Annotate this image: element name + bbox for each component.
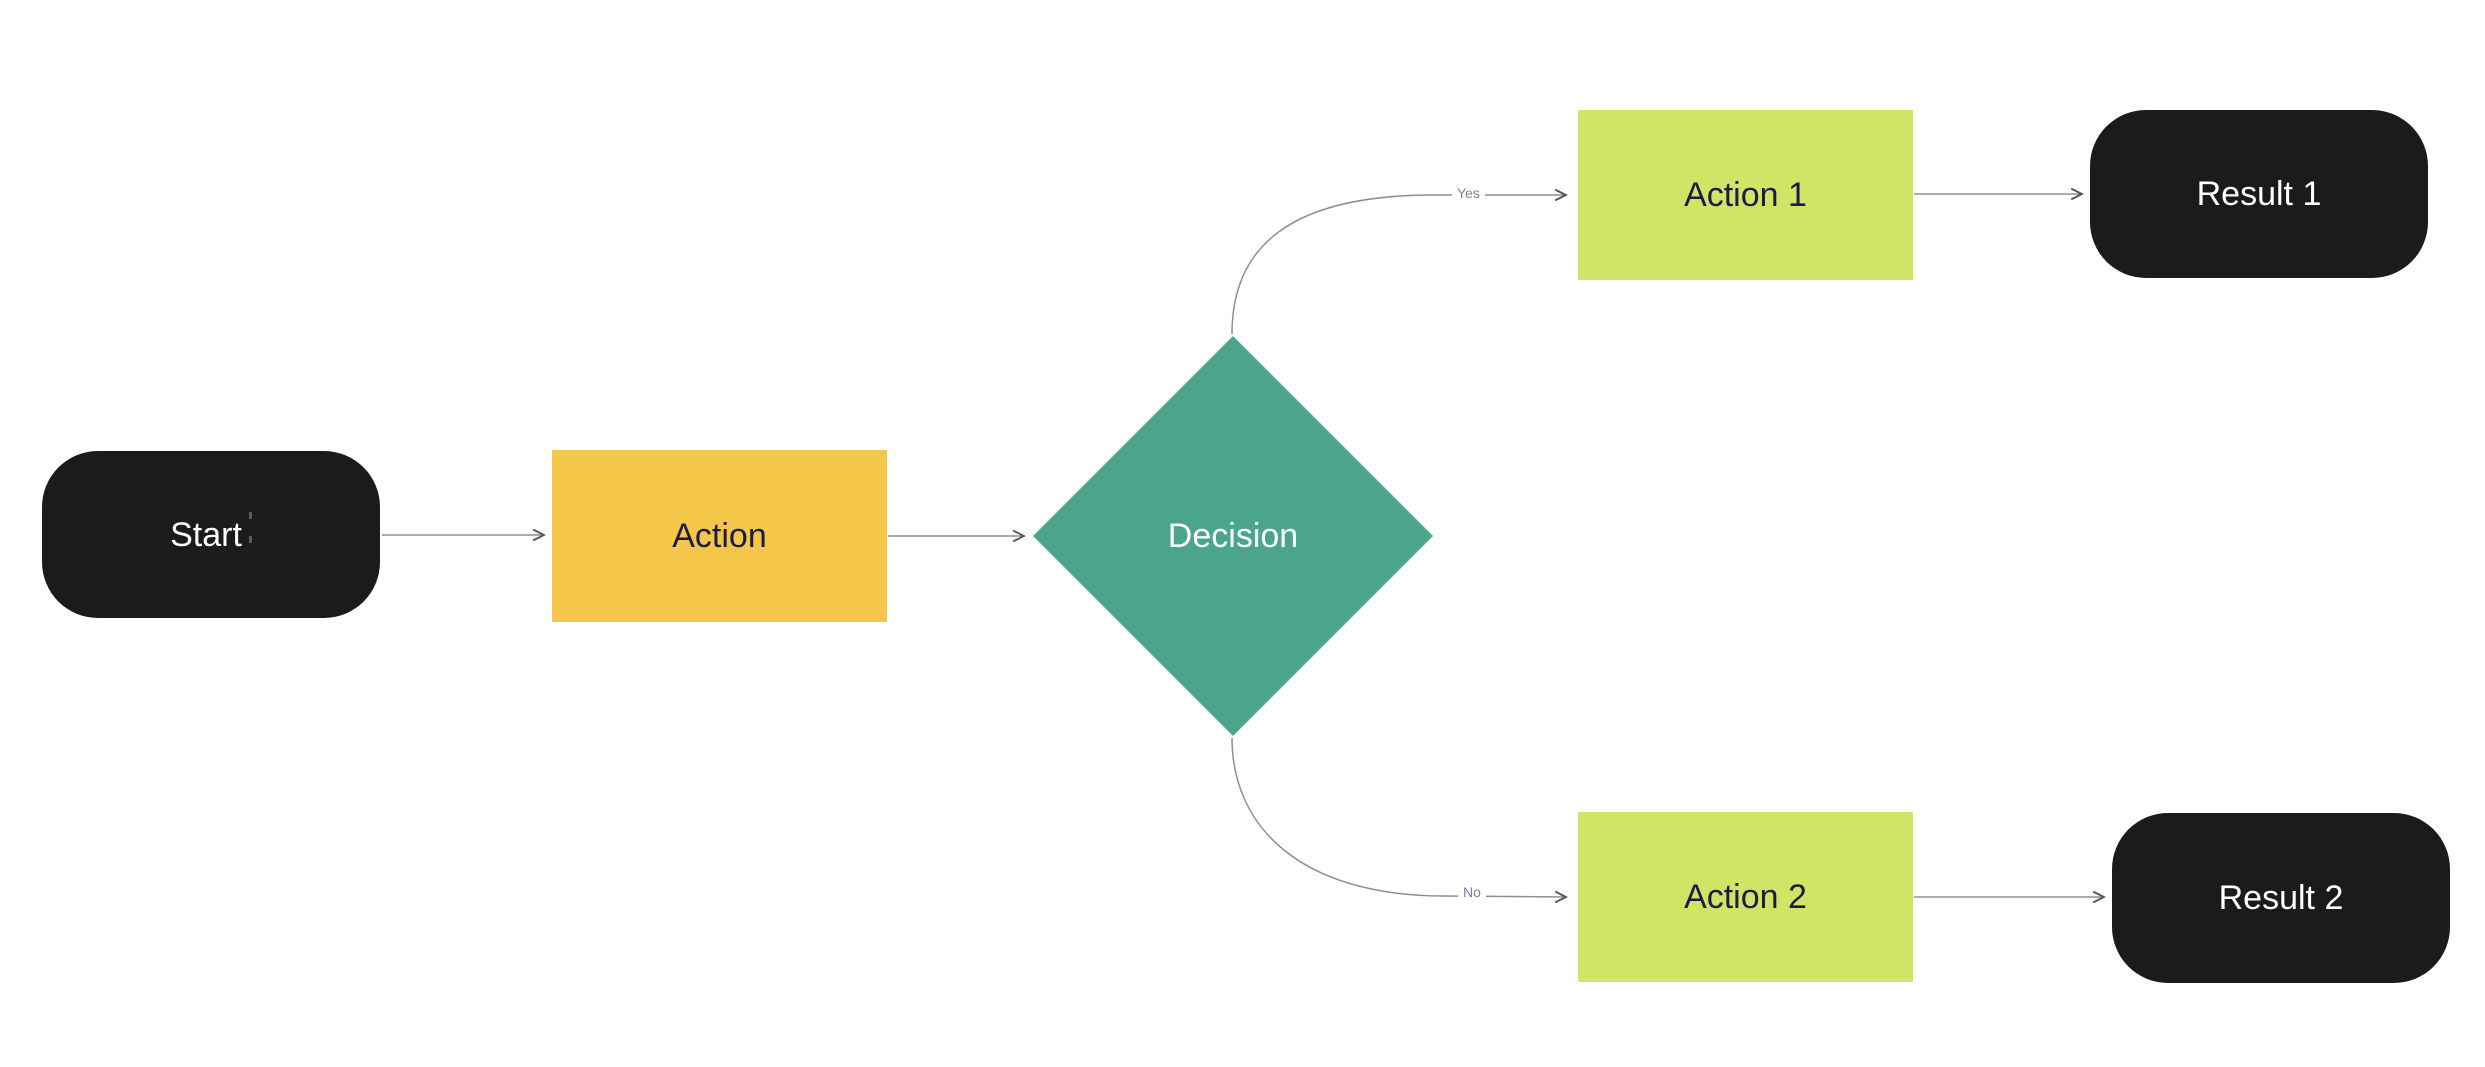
node-result-2[interactable]: Result 2: [2112, 813, 2450, 983]
node-result-1-label: Result 1: [2196, 175, 2322, 213]
node-action-label: Action: [672, 517, 767, 555]
node-action-2-label: Action 2: [1684, 878, 1807, 916]
edge-label-no[interactable]: No: [1458, 884, 1486, 902]
text-cursor: [248, 511, 252, 558]
node-action-1[interactable]: Action 1: [1578, 110, 1913, 280]
edge-label-yes[interactable]: Yes: [1452, 185, 1485, 203]
node-start-label: Start: [170, 515, 242, 554]
node-action[interactable]: Action: [552, 450, 887, 622]
node-decision-label: Decision: [1167, 517, 1299, 555]
edge-decision-action2[interactable]: [1231, 737, 1566, 897]
node-action-1-label: Action 1: [1684, 176, 1807, 214]
edge-decision-action1[interactable]: [1231, 195, 1566, 335]
node-result-2-label: Result 2: [2218, 879, 2344, 917]
node-start[interactable]: Start: [42, 451, 380, 618]
node-result-1[interactable]: Result 1: [2090, 110, 2428, 278]
node-action-2[interactable]: Action 2: [1578, 812, 1913, 982]
